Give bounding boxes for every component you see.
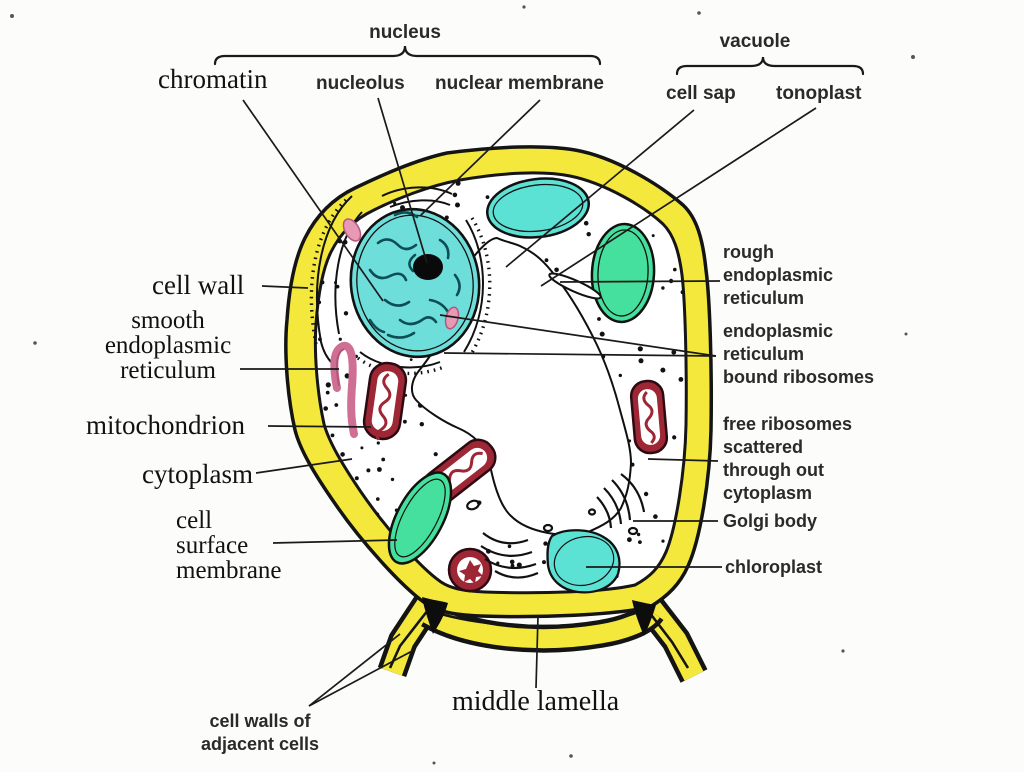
leader-line-nuclear-membrane: [419, 99, 541, 217]
leader-line-cytoplasm: [255, 458, 353, 474]
golgi-body-shape: [587, 473, 646, 536]
leader-line-cell-wall: [261, 285, 309, 289]
mitochondrion-shape: [447, 547, 493, 593]
leader-line-tonoplast: [540, 107, 817, 287]
label-cell-surface-membrane: cell surface membrane: [176, 507, 282, 584]
label-vacuole: vacuole: [719, 31, 791, 52]
label-er-bound-ribosomes: endoplasmic reticulum bound ribosomes: [723, 321, 875, 387]
leader-line-cell-sap: [505, 109, 695, 268]
chromatin-strands: [368, 211, 461, 339]
leader-line-cell-surface-membrane: [272, 539, 398, 544]
label-tonoplast: tonoplast: [776, 83, 862, 104]
chloroplast-shape: [546, 529, 621, 594]
leader-line-mitochondrion: [267, 425, 372, 428]
golgi-body-shape: [466, 499, 554, 579]
label-cell-sap: cell sap: [666, 83, 736, 104]
chloroplast-shape: [387, 471, 453, 565]
label-chloroplast: chloroplast: [725, 557, 823, 577]
leader-line-chromatin: [242, 99, 384, 302]
adjacent-wall-branches: [377, 590, 708, 683]
label-adjacent-cell-walls: cell walls of adjacent cells: [200, 711, 320, 754]
chloroplast-shape: [590, 222, 656, 324]
leader-line-rough-er: [559, 280, 721, 283]
leader-line-middle-lamella: [535, 615, 539, 689]
mitochondrion-shape: [362, 361, 408, 441]
label-cytoplasm: cytoplasm: [142, 459, 253, 489]
label-nuclear-membrane: nuclear membrane: [435, 73, 604, 94]
smooth-er-edge: [335, 348, 345, 387]
nucleolus-shape: [413, 254, 443, 280]
mitochondrion-shape: [629, 379, 669, 455]
leader-line-er-ribosomes-b: [443, 352, 717, 357]
nuclear-membrane-inner-line: [356, 214, 474, 352]
background-specks: [10, 5, 915, 765]
label-chromatin: chromatin: [158, 64, 268, 94]
label-nucleus: nucleus: [369, 22, 441, 43]
wall-junction-right: [632, 600, 656, 636]
label-free-ribosomes: free ribosomes scattered through out cyt…: [723, 414, 853, 503]
leader-line-free-ribosomes: [647, 458, 719, 462]
leader-line-er-ribosomes-a: [439, 314, 717, 357]
leader-lines: [240, 97, 817, 707]
label-middle-lamella: middle lamella: [452, 686, 620, 717]
label-rough-er: rough endoplasmic reticulum: [723, 242, 834, 308]
label-cell-wall: cell wall: [152, 270, 245, 300]
nucleus-brace: [213, 45, 602, 66]
wall-junction-left: [422, 597, 448, 634]
label-nucleolus: nucleolus: [316, 73, 405, 94]
label-mitochondrion: mitochondrion: [86, 410, 245, 440]
label-golgi-body: Golgi body: [723, 511, 817, 531]
vacuole-brace: [675, 56, 865, 76]
leader-line-adjacent-walls-a: [308, 633, 401, 707]
leader-line-nucleolus: [377, 97, 428, 264]
rough-er-rod: [548, 272, 602, 300]
leader-line-adjacent-walls-b: [308, 649, 415, 707]
smooth-er-shape: [330, 341, 358, 438]
er-pink-patch: [342, 218, 362, 242]
label-smooth-er: smooth endoplasmic reticulum: [104, 307, 232, 384]
